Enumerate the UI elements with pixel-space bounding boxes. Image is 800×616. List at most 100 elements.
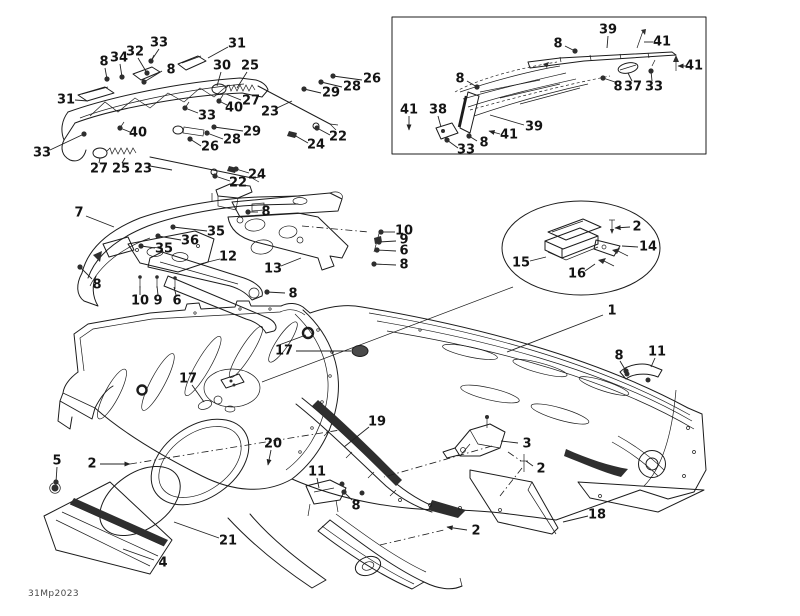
part-label-39: 39 — [599, 23, 617, 38]
fastener-dot-22 — [212, 173, 218, 179]
fastener-dot-28 — [318, 79, 324, 85]
part-label-31: 31 — [57, 93, 75, 108]
leader-line-31 — [74, 99, 89, 102]
part-label-28: 28 — [343, 80, 361, 95]
fastener-dot-29 — [211, 124, 217, 130]
leader-line-16 — [584, 263, 596, 272]
part-label-17: 17 — [179, 372, 197, 387]
part-label-8: 8 — [351, 499, 360, 514]
leader-line-20 — [266, 449, 272, 466]
part-label-8: 8 — [99, 55, 108, 70]
part-label-9: 9 — [399, 233, 408, 248]
part-label-8: 8 — [288, 287, 297, 302]
part-label-39: 39 — [525, 120, 543, 135]
part-label-40: 40 — [225, 101, 243, 116]
part-label-10: 10 — [131, 294, 149, 309]
part-label-8: 8 — [261, 205, 270, 220]
leader-line-8 — [143, 70, 163, 83]
leader-line-25 — [236, 71, 248, 89]
leader-line-29 — [213, 126, 244, 132]
fastener-dot-35 — [138, 243, 144, 249]
part-label-11: 11 — [308, 465, 326, 480]
part-label-15: 15 — [512, 256, 530, 271]
fastener-dot-36 — [155, 233, 161, 239]
leader-line-39 — [489, 114, 525, 126]
part-label-25: 25 — [241, 59, 259, 74]
part-label-7: 7 — [74, 206, 83, 221]
fastener-dot-9 — [376, 239, 382, 245]
part-label-21: 21 — [219, 534, 237, 549]
part-label-23: 23 — [134, 162, 152, 177]
leader-line-2 — [614, 225, 631, 231]
magnified-detail-inset-art — [261, 200, 661, 383]
part-label-35: 35 — [207, 225, 225, 240]
fastener-dot-8 — [341, 489, 347, 495]
fastener-dot-33 — [182, 105, 188, 111]
fastener-dot-8 — [77, 264, 83, 270]
part-label-8: 8 — [455, 72, 464, 87]
fastener-dot-33 — [81, 131, 87, 137]
fastener-dot-33 — [444, 137, 450, 143]
part-label-5: 5 — [52, 454, 61, 469]
fastener-dot-26 — [187, 136, 193, 142]
fastener-dot-8 — [264, 289, 270, 295]
fastener-dot-8 — [623, 368, 629, 374]
leader-line-23 — [149, 165, 173, 171]
part-label-33: 33 — [150, 36, 168, 51]
part-label-8: 8 — [479, 136, 488, 151]
leader-line-9 — [378, 240, 397, 243]
part-label-20: 20 — [264, 437, 282, 452]
part-label-4: 4 — [158, 556, 167, 571]
part-label-12: 12 — [219, 250, 237, 265]
part-label-17: 17 — [275, 344, 293, 359]
fastener-dot-8 — [466, 133, 472, 139]
part-label-8: 8 — [92, 278, 101, 293]
leader-line-1 — [506, 314, 604, 353]
fastener-dot-34 — [119, 74, 125, 80]
part-label-24: 24 — [307, 138, 325, 153]
leader-line-17 — [191, 384, 205, 403]
part-label-41: 41 — [500, 128, 518, 143]
doc-code: 31Mp2023 — [28, 589, 79, 599]
fastener-dot-8 — [104, 76, 110, 82]
fastener-dot-8 — [474, 84, 480, 90]
part-label-8: 8 — [399, 258, 408, 273]
leader-line-11 — [316, 477, 320, 489]
inset-circle-frame — [501, 200, 661, 296]
leader-line-31 — [207, 46, 229, 59]
rear-frame-inset-art — [391, 16, 707, 155]
part-label-22: 22 — [229, 176, 247, 191]
fastener-dot-33 — [648, 68, 654, 74]
part-label-2: 2 — [87, 457, 96, 472]
fastener-dot-32 — [144, 70, 150, 76]
leader-line-39 — [606, 35, 609, 49]
leader-line-19 — [343, 426, 370, 448]
part-label-1: 1 — [607, 304, 616, 319]
leader-line-21 — [173, 521, 220, 539]
fastener-dot-33 — [148, 58, 154, 64]
part-label-11: 11 — [648, 345, 666, 360]
part-label-27: 27 — [90, 162, 108, 177]
leader-line-28 — [320, 81, 343, 88]
part-label-41: 41 — [653, 35, 671, 50]
part-label-33: 33 — [457, 143, 475, 158]
fastener-dot-28 — [204, 130, 210, 136]
leader-line-25 — [121, 157, 126, 164]
leader-line-33 — [49, 133, 85, 151]
leader-line-32 — [137, 57, 148, 74]
part-label-40: 40 — [129, 126, 147, 141]
leader-line-37 — [627, 72, 633, 82]
leader-line-41 — [488, 130, 501, 135]
leader-line-3 — [500, 440, 519, 444]
part-label-8: 8 — [166, 63, 175, 78]
part-label-2: 2 — [536, 462, 545, 477]
leader-line-38 — [437, 115, 442, 128]
part-label-2: 2 — [632, 220, 641, 235]
fastener-dot-40 — [216, 98, 222, 104]
leader-line-2 — [525, 460, 534, 467]
part-label-8: 8 — [614, 349, 623, 364]
part-label-33: 33 — [645, 80, 663, 95]
part-label-14: 14 — [639, 240, 657, 255]
